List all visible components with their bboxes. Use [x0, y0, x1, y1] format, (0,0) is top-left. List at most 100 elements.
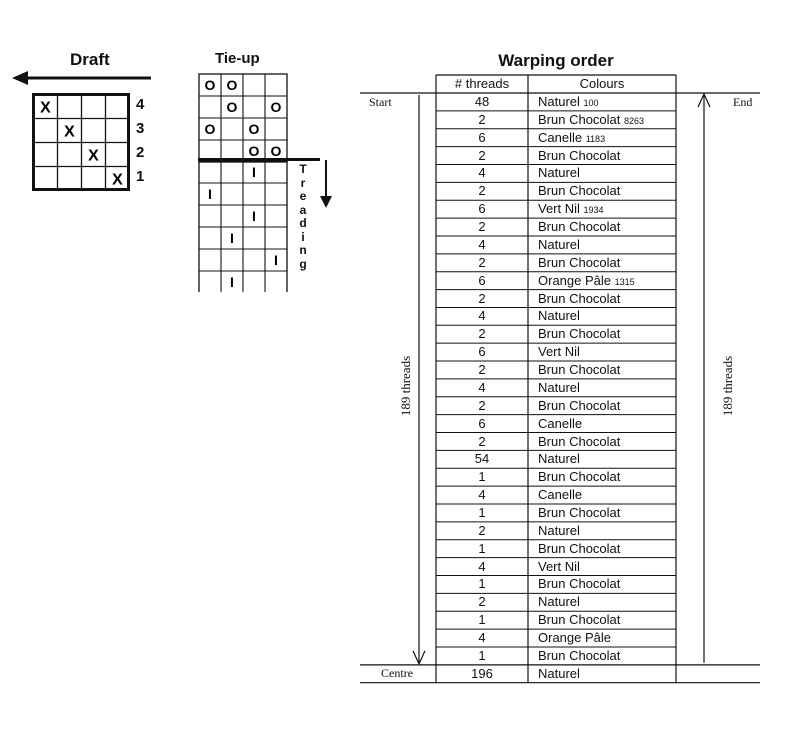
colour-name: Vert Nil	[538, 558, 580, 576]
colour-name: Orange Pâle 1315	[538, 272, 635, 290]
colour-name: Brun Chocolat	[538, 647, 620, 665]
colour-label: Brun Chocolat	[538, 433, 621, 449]
thread-count: 2	[478, 522, 486, 538]
thread-count: 48	[474, 94, 490, 109]
colour-label: Brun Chocolat	[538, 505, 621, 520]
draft-mark: X	[88, 148, 99, 165]
thread-count: 2	[478, 397, 486, 413]
thread-count: 2	[478, 219, 486, 235]
draft-title: Draft	[70, 50, 110, 69]
colour-label: Vert Nil	[538, 201, 580, 217]
colour-name: Naturel	[538, 236, 580, 254]
warping-title: Warping order	[498, 51, 614, 70]
tieup-mark: O	[227, 77, 238, 93]
colour-name: Vert Nil	[538, 343, 580, 361]
thread-count: 1	[478, 505, 486, 520]
thread-count: 2	[478, 362, 486, 378]
colour-name: Naturel	[538, 307, 580, 325]
colour-name: Brun Chocolat	[538, 504, 620, 522]
thread-count: 6	[478, 415, 486, 431]
right-total-label: 189 threads	[720, 341, 736, 431]
thread-count: 1	[478, 540, 486, 556]
colour-name: Naturel	[538, 450, 580, 468]
thread-count: 6	[478, 201, 486, 217]
colour-label: Naturel	[538, 594, 580, 610]
tieup-mark: O	[271, 143, 282, 159]
colour-label: Orange Pâle	[538, 630, 611, 646]
colour-label: Naturel	[538, 308, 580, 324]
colour-name: Brun Chocolat	[538, 361, 620, 379]
treading-mark: I	[230, 230, 234, 246]
colour-name: Brun Chocolat	[538, 218, 620, 236]
colour-label: Vert Nil	[538, 558, 580, 574]
thread-count: 6	[478, 344, 486, 360]
draft-direction-arrow	[12, 71, 151, 85]
thread-count: 2	[478, 254, 486, 270]
thread-count: 1	[478, 576, 486, 592]
thread-count: 6	[478, 129, 486, 145]
tieup-mark: O	[249, 143, 260, 159]
draft-mark: X	[112, 172, 123, 189]
colour-name: Brun Chocolat	[538, 147, 620, 165]
draft-mark: X	[64, 124, 75, 141]
colour-label: Brun Chocolat	[538, 576, 621, 592]
colour-code: 1183	[585, 133, 606, 144]
colour-label: Brun Chocolat	[538, 254, 621, 270]
thread-count: 1	[478, 612, 486, 628]
colour-name: Brun Chocolat	[538, 540, 620, 558]
colour-label: Brun Chocolat	[538, 647, 621, 663]
colour-label: Naturel	[538, 94, 580, 109]
colour-label: Naturel	[538, 451, 580, 467]
colour-name: Brun Chocolat	[538, 325, 620, 343]
colour-name: Brun Chocolat 8263	[538, 111, 644, 129]
colour-name: Brun Chocolat	[538, 575, 620, 593]
colour-label: Canelle	[538, 415, 583, 431]
centre-thread-count: 196	[471, 665, 493, 681]
tieup-mark: O	[227, 99, 238, 115]
colour-label: Brun Chocolat	[538, 111, 621, 127]
colour-name: Naturel	[538, 379, 580, 397]
draft-shaft-number: 2	[136, 144, 145, 161]
thread-count: 4	[478, 487, 486, 503]
thread-count: 1	[478, 469, 486, 485]
tieup-mark: O	[205, 121, 216, 137]
colour-code: 1315	[614, 276, 635, 287]
thread-count: 2	[478, 290, 486, 306]
colour-label: Brun Chocolat	[538, 326, 621, 342]
colour-label: Naturel	[538, 165, 580, 181]
colour-name: Naturel	[538, 522, 580, 540]
colour-code: 8263	[624, 115, 645, 126]
colour-name: Brun Chocolat	[538, 468, 620, 486]
colour-label: Vert Nil	[538, 344, 580, 360]
colour-name: Canelle	[538, 415, 582, 433]
colour-name: Naturel	[538, 593, 580, 611]
colour-label: Brun Chocolat	[538, 183, 621, 199]
colour-label: Naturel	[538, 522, 580, 538]
colour-code: 100	[583, 98, 599, 108]
colour-name: Canelle 1183	[538, 129, 605, 147]
warping-header-threads: # threads	[454, 76, 510, 91]
thread-count: 54	[474, 451, 490, 467]
thread-count: 2	[478, 433, 486, 449]
thread-count: 4	[478, 630, 486, 646]
thread-count: 4	[478, 308, 486, 324]
treading-mark: I	[252, 208, 256, 224]
tieup-title: Tie-up	[215, 50, 260, 67]
colour-name: Naturel 100	[538, 93, 599, 111]
colour-label: Brun Chocolat	[538, 469, 621, 485]
colour-name: Brun Chocolat	[538, 290, 620, 308]
colour-label: Brun Chocolat	[538, 362, 621, 378]
centre-row-label: Centre	[381, 666, 413, 680]
colour-name: Brun Chocolat	[538, 254, 620, 272]
warping-table-lines	[360, 74, 760, 684]
thread-count: 4	[478, 558, 486, 574]
draft-shaft-number: 4	[136, 96, 145, 113]
colour-name: Brun Chocolat	[538, 611, 620, 629]
colour-label: Brun Chocolat	[538, 397, 621, 413]
start-label: Start	[369, 95, 392, 109]
draft-mark: X	[40, 100, 51, 117]
